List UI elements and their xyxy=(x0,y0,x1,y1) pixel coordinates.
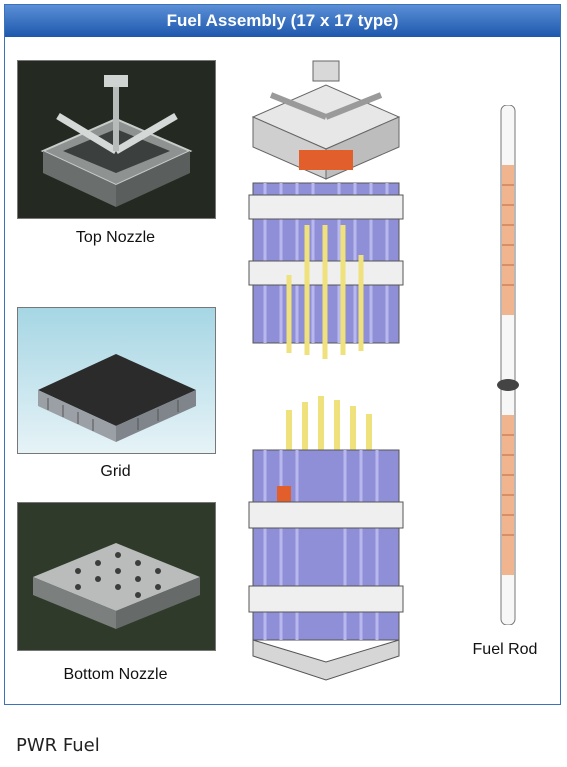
fuel-assembly-upper-illustration xyxy=(241,55,411,361)
top-nozzle-photo xyxy=(17,60,216,219)
grid-photo xyxy=(17,307,216,454)
figure-caption: PWR Fuel xyxy=(16,735,100,756)
figure-title: Fuel Assembly (17 x 17 type) xyxy=(5,5,560,37)
grid-label: Grid xyxy=(100,463,131,480)
fuel-assembly-lower-illustration xyxy=(241,390,411,690)
bottom-nozzle-label: Bottom Nozzle xyxy=(63,666,168,683)
bottom-nozzle-photo xyxy=(17,502,216,651)
top-nozzle-label: Top Nozzle xyxy=(75,229,156,246)
figure-frame: Fuel Assembly (17 x 17 type) Top Nozzle xyxy=(4,4,561,705)
fuel-rod-label: Fuel Rod xyxy=(472,641,538,658)
fuel-rod-illustration xyxy=(495,105,521,625)
